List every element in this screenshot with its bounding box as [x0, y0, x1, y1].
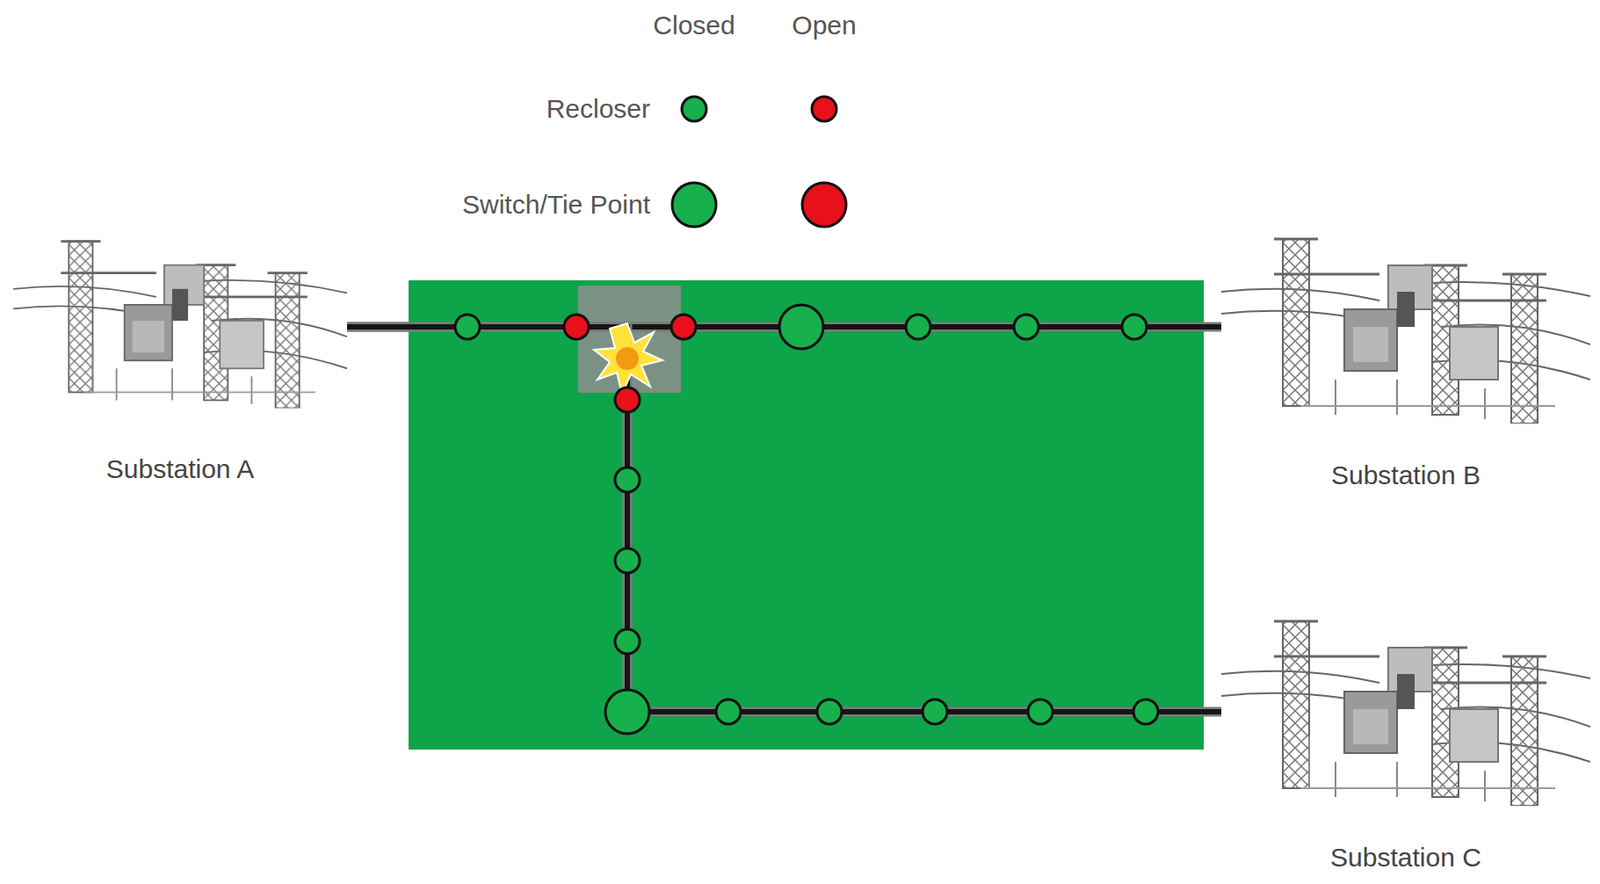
- substation-label: Substation C: [1221, 842, 1591, 873]
- column-header: Open: [791, 10, 856, 41]
- substation-label: Substation A: [13, 454, 348, 485]
- substation-icon: [1221, 612, 1591, 806]
- substation: Substation A: [13, 224, 348, 492]
- substation-icon: [13, 224, 348, 418]
- substation-label: Substation B: [1221, 460, 1591, 491]
- feeder-line: [347, 326, 1222, 712]
- legend-swatch: [681, 96, 707, 122]
- legend-text: Recloser: [546, 94, 651, 124]
- substation: Substation C: [1221, 612, 1591, 880]
- legend-text: Switch/Tie Point: [462, 189, 651, 220]
- column-header: Closed: [652, 10, 735, 41]
- substation: Substation B: [1221, 230, 1591, 498]
- legend-swatch: [672, 182, 717, 227]
- substation-icon: [1221, 230, 1591, 424]
